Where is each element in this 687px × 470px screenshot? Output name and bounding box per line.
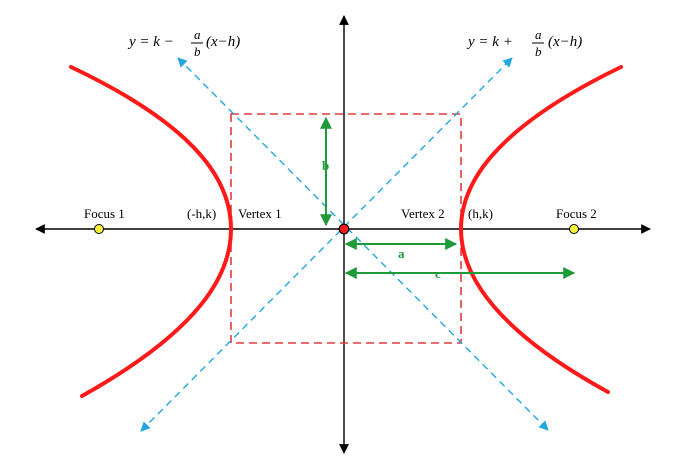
- right-hyperbola-branch: [458, 65, 623, 394]
- right-asymptote-formula: y = k + a b (x−h): [466, 27, 582, 59]
- left-formula-numerator: a: [194, 27, 201, 42]
- c-label: c: [435, 266, 441, 281]
- left-center-point-label: (-h,k): [187, 206, 216, 221]
- focus-2-label: Focus 2: [556, 206, 597, 221]
- right-formula-numerator: a: [535, 27, 542, 42]
- focus-1-label: Focus 1: [84, 206, 125, 221]
- right-formula-denominator: b: [535, 44, 542, 59]
- left-hyperbola-branch: [69, 65, 234, 398]
- left-formula-prefix: y = k −: [127, 34, 174, 50]
- vertex-2-label: Vertex 2: [401, 206, 445, 221]
- vertex-1-label: Vertex 1: [238, 206, 282, 221]
- asymptote-increasing: [140, 57, 513, 432]
- left-formula-suffix: (x−h): [206, 34, 240, 50]
- right-center-point-label: (h,k): [468, 206, 493, 221]
- focus-2-point: [569, 224, 579, 234]
- b-label: b: [322, 158, 329, 173]
- a-label: a: [398, 246, 405, 261]
- focus-1-point: [94, 224, 104, 234]
- left-asymptote-formula: y = k − a b (x−h): [127, 27, 240, 59]
- center-point: [338, 223, 350, 235]
- right-formula-prefix: y = k +: [466, 34, 513, 50]
- left-formula-denominator: b: [194, 44, 201, 59]
- right-formula-suffix: (x−h): [548, 34, 582, 50]
